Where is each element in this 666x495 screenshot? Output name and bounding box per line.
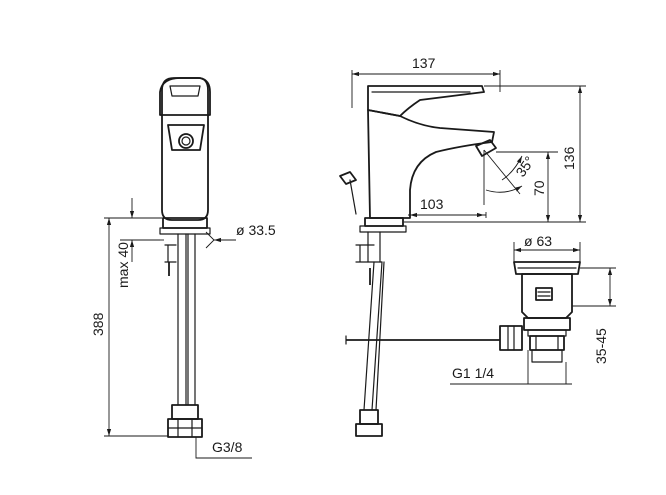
waste-dimensions: ø 63 35-45 G1 1/4 <box>450 233 616 385</box>
dim-388: 388 <box>90 312 106 336</box>
side-view <box>339 85 500 437</box>
dim-136: 136 <box>561 146 577 170</box>
waste-valve-view <box>499 261 581 363</box>
dim-g1-1-4: G1 1/4 <box>452 365 494 381</box>
side-hose <box>363 261 385 411</box>
dim-103: 103 <box>420 196 444 212</box>
dim-70: 70 <box>531 180 547 196</box>
front-hoses <box>177 233 196 406</box>
front-view <box>159 77 211 438</box>
dim-max-40: max 40 <box>115 242 131 288</box>
side-dimensions: 137 136 70 35° 103 <box>351 55 586 223</box>
front-aerator <box>167 124 205 151</box>
dim-dia-63: ø 63 <box>524 233 552 249</box>
waste-flange <box>513 261 581 275</box>
front-body <box>161 77 209 221</box>
dim-137: 137 <box>412 55 436 71</box>
front-lever <box>159 77 211 116</box>
front-dimensions: ø 33.5 max 40 388 G3/8 <box>90 198 276 459</box>
dim-35-degree: 35° <box>512 153 537 180</box>
side-body <box>367 109 495 219</box>
dim-dia-33-5: ø 33.5 <box>236 222 276 238</box>
dim-g3-8: G3/8 <box>212 439 243 455</box>
dim-35-45: 35-45 <box>593 328 609 364</box>
side-lever <box>367 85 485 117</box>
